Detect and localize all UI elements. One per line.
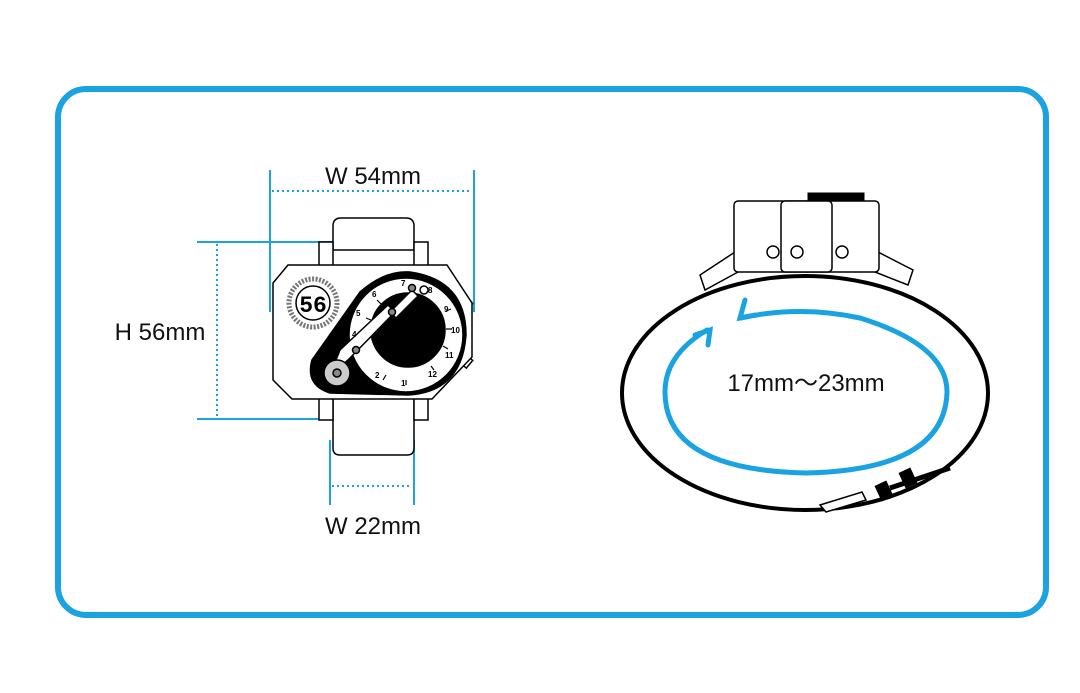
strap-keeper-1 bbox=[874, 480, 894, 502]
hand-arm-short bbox=[388, 288, 420, 320]
digital-display: 56 bbox=[299, 293, 327, 319]
dial-number: 1 bbox=[401, 379, 406, 388]
height-dimension bbox=[197, 241, 333, 420]
strap-top bbox=[332, 217, 415, 251]
watch-front-illustration bbox=[272, 217, 474, 456]
strap-tip bbox=[818, 491, 868, 513]
bracelet-loop bbox=[620, 274, 990, 512]
size-arrow bbox=[662, 297, 950, 476]
bracelet-side-illustration bbox=[620, 192, 990, 513]
dial-number: 5 bbox=[356, 309, 361, 318]
strap-joint-right bbox=[874, 250, 914, 286]
strap-width-label: W 22mm bbox=[325, 513, 421, 540]
dial-number: 7 bbox=[401, 279, 406, 288]
case-top-bar bbox=[807, 192, 865, 202]
dial-number: 8 bbox=[428, 286, 433, 295]
dial-number: 9 bbox=[444, 305, 449, 314]
frame-border bbox=[55, 86, 1049, 618]
pin-right bbox=[835, 245, 849, 259]
dial-number: 2 bbox=[375, 371, 380, 380]
case-width-label: W 54mm bbox=[325, 163, 421, 190]
lug-top-right bbox=[413, 241, 429, 268]
case-height-label: H 56mm bbox=[115, 319, 206, 346]
size-range-label: 17mm〜23mm bbox=[727, 370, 884, 397]
dial-number: 10 bbox=[451, 326, 460, 335]
pin-center bbox=[790, 245, 804, 259]
dial-number: 4 bbox=[352, 330, 357, 339]
strap-bottom bbox=[332, 394, 415, 456]
pin-left bbox=[766, 245, 780, 259]
lug-top-left bbox=[318, 241, 334, 268]
dial-ticks bbox=[365, 299, 452, 385]
dial-number: 6 bbox=[372, 290, 377, 299]
dial-numbers: 1 2 4 5 6 7 8 9 10 11 12 bbox=[352, 279, 460, 388]
dial-number: 12 bbox=[428, 370, 437, 379]
dial-number: 11 bbox=[445, 351, 454, 360]
case-block-center bbox=[780, 200, 833, 273]
